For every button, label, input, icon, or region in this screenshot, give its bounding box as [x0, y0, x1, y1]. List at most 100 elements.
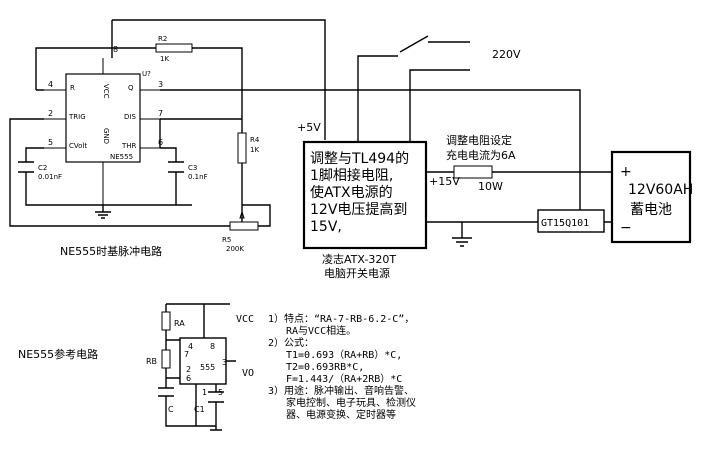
vcc-bus-wire: [35, 20, 243, 133]
r5-wiper-arrow: [239, 210, 245, 219]
pin-name-cvolt: CVolt: [69, 142, 87, 150]
ref-pin6: 6: [186, 374, 191, 383]
battery-box: [610, 150, 692, 244]
ref-rb-resistor: [161, 349, 171, 369]
ref-pin4: 4: [188, 342, 193, 351]
c2-value: 0.01nF: [38, 173, 62, 181]
pin-name-dis: DIS: [124, 113, 136, 121]
q-output-wire: [160, 89, 581, 210]
mains-wires: [357, 35, 470, 142]
pin-number-8: 8: [113, 45, 118, 54]
ref-wiring-chip: [166, 339, 236, 431]
circuit-title: NE555时基脉冲电路: [60, 244, 162, 258]
r2-resistor: [155, 43, 193, 53]
ref-pin1: 1: [202, 388, 207, 397]
ref-pin2: 2: [186, 365, 191, 374]
r5-value: 200K: [226, 245, 244, 253]
charge-note-2: 充电电流为6A: [446, 148, 516, 162]
plus5v-wire: [112, 19, 326, 140]
ref-ra: RA: [174, 319, 185, 328]
psu-caption-2: 电脑开关电源: [324, 266, 390, 280]
trig-loop-wire: [9, 118, 230, 227]
c3-ref: C3: [188, 164, 197, 172]
note-line-8: 家电控制、电子玩具、检测仪: [286, 396, 416, 409]
note-line-6: F=1.443/（RA+2RB）*C: [286, 373, 402, 385]
ref-pin7: 7: [184, 350, 189, 359]
c2-ref: C2: [38, 164, 47, 172]
psu-line-4: 12V电压提高到: [310, 201, 407, 218]
ref-c1-capacitor: [208, 391, 224, 403]
r5-potentiometer: [229, 221, 259, 231]
c2-capacitor: [18, 161, 34, 173]
r4-resistor: [237, 132, 247, 164]
r5-ref: R5: [222, 236, 231, 244]
psu-line-2: 1脚相接电阻,: [310, 167, 393, 184]
ne555-chip: [65, 73, 141, 163]
psu-box: [302, 140, 428, 250]
note-line-3: 2）公式：: [268, 336, 314, 349]
pin-name-trig: TRIG: [68, 113, 86, 121]
ref-vcc: VCC: [236, 314, 254, 325]
battery-label: 蓄电池: [630, 202, 672, 218]
pin-number-4: 4: [48, 80, 53, 89]
plus5v-label: +5V: [297, 121, 321, 134]
pin-name-r: R: [70, 84, 75, 92]
charge-resistor-value: 10W: [478, 180, 503, 193]
thyristor-box: [537, 209, 605, 233]
ic-part: NE555: [110, 153, 133, 161]
psu-line-5: 15V,: [310, 219, 342, 235]
psu-line-1: 调整与TL494的: [310, 151, 409, 167]
pin-name-vcc: VCC: [102, 84, 110, 99]
r2-value: 1K: [160, 55, 169, 63]
ref-ra-resistor: [161, 311, 171, 331]
ref-title: NE555参考电路: [18, 347, 98, 361]
charge-resistor: [453, 165, 493, 179]
note-line-9: 器、电源变换、定时器等: [286, 408, 396, 421]
ref-c-capacitor: [158, 387, 174, 397]
ic-ref: U?: [142, 70, 151, 78]
pin-name-gnd: GND: [102, 128, 110, 144]
note-line-1: 1）特点：“RA-7-RB-6.2-C”，: [268, 313, 414, 325]
ne555-pulse-circuit: U? NE555 R VCC Q TRIG DIS CVolt GND THR …: [9, 19, 581, 258]
battery-spec: 12V60AH: [628, 182, 693, 198]
r4-ref: R4: [250, 136, 260, 144]
charge-note-1: 调整电阻设定: [446, 133, 512, 147]
ref-c: C: [168, 405, 174, 414]
ref-vo: VO: [242, 368, 254, 379]
atx-power-supply: +5V 调整与TL494的 1脚相接电阻, 使ATX电源的 12V电压提高到 1…: [297, 121, 460, 280]
pin-name-thr: THR: [121, 142, 137, 150]
psu-caption-1: 凌志ATX-320T: [322, 252, 396, 266]
mains-input: 220V: [357, 35, 521, 142]
r4-value: 1K: [250, 146, 259, 154]
battery: + − 12V60AH 蓄电池: [610, 150, 693, 244]
plus15v-label: +15V: [429, 175, 460, 188]
thyristor-label: GT15Q101: [541, 218, 589, 229]
ground-symbol-right: [452, 222, 472, 247]
ref-notes: 1）特点：“RA-7-RB-6.2-C”， RA与VCC相连。 2）公式： T1…: [268, 313, 416, 421]
c3-capacitor: [168, 161, 184, 173]
psu-line-3: 使ATX电源的: [310, 184, 393, 201]
ref-chip-label: 555: [200, 363, 215, 372]
ground-symbol-left: [95, 205, 111, 219]
r5-tie-wire: [242, 204, 271, 227]
ref-rb: RB: [146, 357, 157, 366]
battery-minus: −: [620, 220, 632, 236]
thr-wire: [159, 119, 177, 205]
pin-name-q: Q: [128, 84, 134, 92]
note-line-2: RA与VCC相连。: [286, 324, 356, 337]
note-line-4: T1=0.693（RA+RB）*C,: [286, 349, 402, 361]
note-line-7: 3）用途：脉冲输出、音响告警、: [268, 384, 414, 397]
r2-ref: R2: [158, 35, 167, 43]
ic-pin-leads: [44, 58, 160, 205]
battery-plus: +: [620, 164, 632, 180]
ref-pin8: 8: [210, 342, 215, 351]
charge-path: 调整电阻设定 充电电流为6A 10W GT15Q101: [426, 133, 612, 247]
pin-number-5: 5: [48, 138, 53, 147]
pin-number-7: 7: [158, 109, 163, 118]
note-line-5: T2=0.693RB*C,: [286, 362, 364, 373]
ref-pin3: 3: [222, 358, 227, 367]
c2-wire: [25, 147, 192, 206]
ne555-reference-circuit: NE555参考电路 RA RB C 555 4 8 7 2 6 3 1 5 C1…: [18, 303, 254, 431]
pin-number-2: 2: [48, 109, 53, 118]
